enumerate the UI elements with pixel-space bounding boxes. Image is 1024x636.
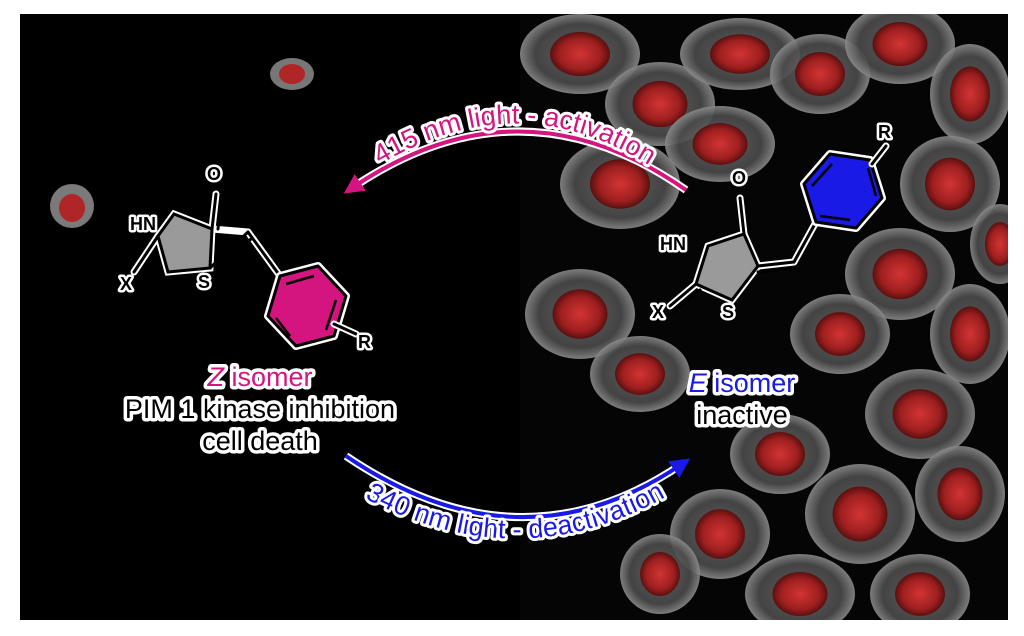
cell-nucleus [937, 467, 983, 521]
z-atom-r: R [358, 332, 371, 352]
cell-nucleus [872, 22, 928, 66]
cell-image-right [520, 14, 1008, 620]
cell-nucleus [950, 66, 990, 122]
z-isomer-title: Z isomer [206, 362, 312, 392]
e-atom-x: X [652, 302, 664, 322]
e-isomer-caption: E isomer inactive [685, 365, 799, 434]
e-isomer-title: E isomer [689, 368, 796, 398]
cell-nucleus [950, 306, 990, 362]
cell-nucleus [710, 34, 770, 74]
figure-canvas: 415 nm light - activation 340 nm light -… [50, 14, 1008, 620]
e-atom-o: O [732, 168, 746, 188]
cell-nucleus [895, 572, 945, 616]
cell-nucleus [550, 32, 610, 76]
cell-nucleus [755, 432, 805, 476]
cell-nucleus [552, 289, 608, 339]
cell-nucleus [925, 157, 975, 211]
z-isomer-caption: Z isomer PIM 1 kinase inhibition cell de… [121, 359, 398, 460]
z-atom-s: S [198, 272, 210, 292]
cell-nucleus [692, 123, 748, 165]
cell-nucleus [590, 159, 650, 209]
cell-nucleus [632, 80, 688, 128]
z-atom-o: O [207, 164, 221, 184]
z-atom-x: X [120, 274, 132, 294]
cell-nucleus [985, 222, 1008, 266]
cell-nucleus [832, 486, 888, 542]
z-isomer-effect: PIM 1 kinase inhibition [125, 394, 395, 424]
cell-nucleus [795, 52, 845, 96]
z-isomer-outcome: cell death [202, 426, 318, 456]
cell-nucleus [815, 312, 865, 356]
z-isomer-structure: O HN S X R [118, 162, 374, 355]
e-atom-r: R [878, 122, 891, 142]
e-atom-hn: HN [660, 234, 686, 254]
e-isomer-status: inactive [696, 400, 788, 430]
figure-frame: 415 nm light - activation 340 nm light -… [20, 14, 1008, 620]
cell-nucleus [695, 509, 745, 559]
e-atom-s: S [722, 302, 734, 322]
cell-nucleus [872, 248, 928, 300]
cell-nucleus [772, 572, 828, 616]
e-isomer-structure: O HN S X R [650, 120, 894, 325]
dying-cells-left [50, 58, 314, 228]
cell-nucleus [640, 552, 680, 596]
z-atom-hn: HN [130, 214, 156, 234]
cell-nucleus [892, 389, 948, 439]
cell-nucleus [615, 353, 665, 395]
